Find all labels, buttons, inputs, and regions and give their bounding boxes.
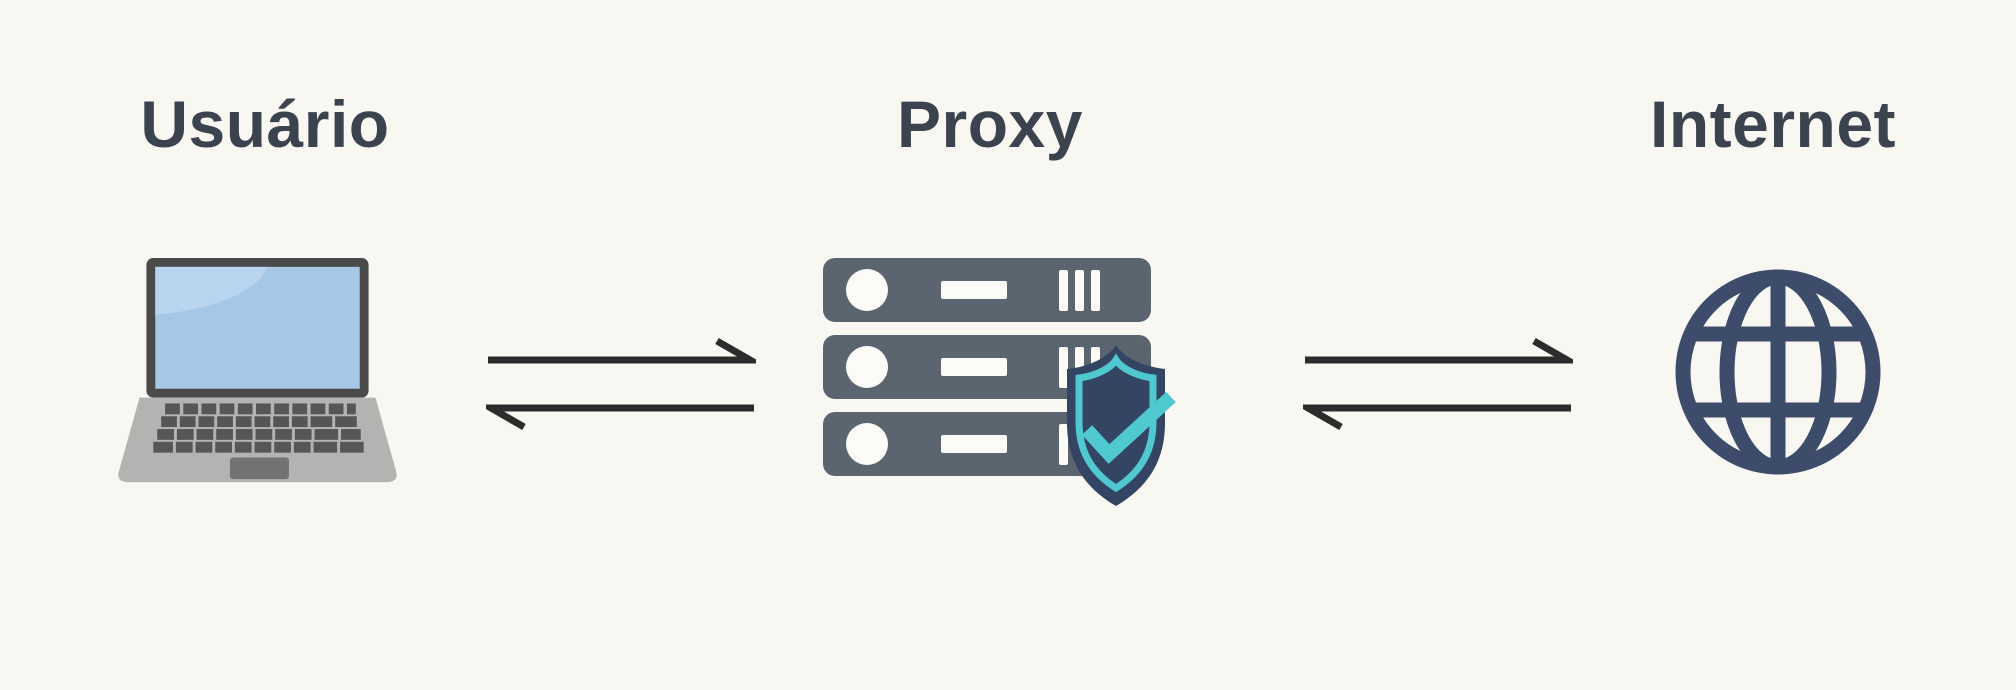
user-label: Usuário (140, 87, 390, 161)
proxy-label: Proxy (897, 87, 1083, 161)
shield-check-icon (1067, 345, 1176, 506)
laptop-icon (118, 258, 397, 483)
checkmark-icon (1081, 391, 1176, 464)
laptop-keyboard (153, 403, 364, 453)
exchange-arrows-left-icon (486, 337, 756, 431)
laptop-trackpad (229, 457, 289, 480)
globe-icon (1675, 269, 1881, 475)
internet-label: Internet (1649, 87, 1897, 161)
exchange-arrows-right-icon (1303, 337, 1573, 431)
